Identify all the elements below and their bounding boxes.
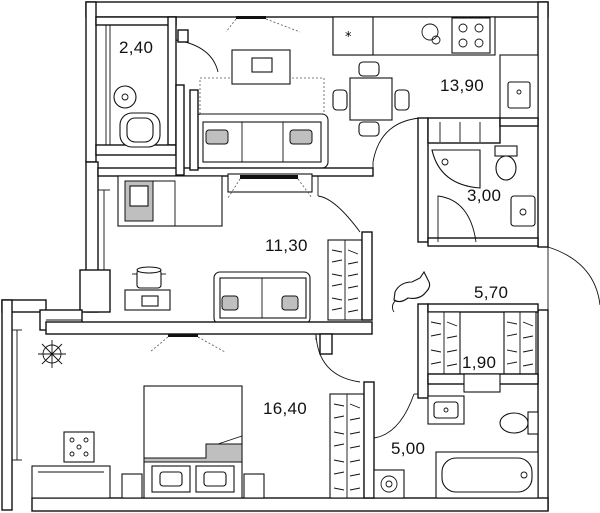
balcony-table [113,85,137,109]
area-label-shower-room: 3,00 [467,186,502,205]
sink-icon [507,81,531,109]
partition-living-bedroom [45,321,373,383]
ceiling-light-kitchen [225,16,301,33]
sink-icon [427,395,465,425]
plant-icon [38,340,66,368]
living-room [117,173,373,325]
desk [117,175,223,227]
laptop-icon [141,295,159,307]
hallway [391,246,600,313]
window-left-living [79,189,111,313]
shower-icon [431,149,481,189]
toilet-icon [499,411,539,435]
area-label-bathroom: 5,00 [391,439,426,458]
svg-text:*: * [345,30,352,45]
wardrobe-icon [427,311,537,375]
area-label-living-room: 11,30 [265,236,308,255]
toilet-icon [494,145,518,181]
wardrobe-icon [327,239,363,321]
sofa-icon [194,113,329,169]
washing-machine-icon [373,469,405,499]
shower-room [417,117,539,247]
area-label-hallway: 5,70 [474,283,509,302]
area-label-balcony: 2,40 [119,38,154,57]
laptop-icon [231,49,291,85]
bathroom [373,393,539,499]
wardrobe-room [417,303,539,399]
sink-icon [510,195,536,227]
bedroom [31,333,375,499]
chair-icon [119,112,161,148]
bathtub-icon [435,451,539,499]
cat-icon [391,270,431,313]
dining-table-icon [332,61,410,137]
kitchen: * [194,16,539,169]
pot-icon [132,266,166,289]
bed-icon [143,385,243,499]
area-label-bedroom: 16,40 [263,399,308,418]
wardrobe-icon [329,393,365,499]
balcony [95,16,219,156]
bedside-table [63,431,95,463]
area-label-wardrobe: 1,90 [462,353,497,372]
stove-icon [451,17,491,54]
area-label-kitchen: 13,90 [440,76,485,95]
sofa-icon [213,271,311,325]
